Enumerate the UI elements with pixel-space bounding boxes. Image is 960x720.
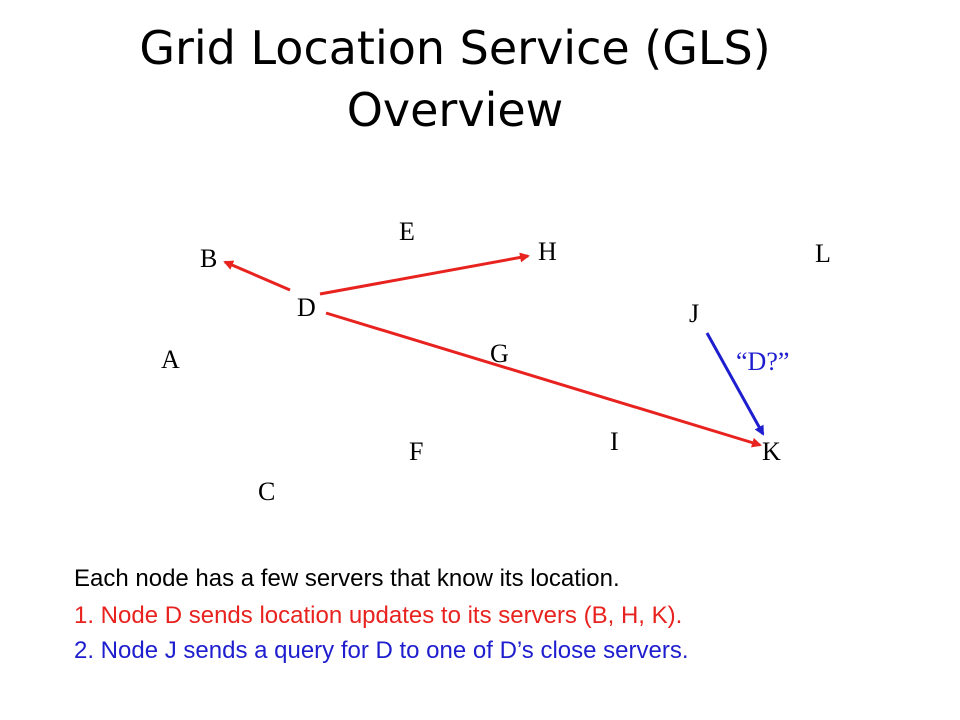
- node-k: K: [762, 437, 781, 466]
- query-label: “D?”: [736, 347, 789, 376]
- caption-intro: Each node has a few servers that know it…: [74, 565, 620, 592]
- slide-title-line-2: Overview: [346, 83, 564, 137]
- node-i: I: [610, 427, 619, 456]
- update-arrow-d-to-k: [325, 311, 762, 448]
- query-arrow-j-to-k: [705, 332, 765, 436]
- node-a: A: [161, 345, 180, 374]
- update-arrow-d-to-h: [319, 252, 530, 296]
- caption-step-2: 2. Node J sends a query for D to one of …: [74, 637, 689, 664]
- node-d: D: [297, 293, 316, 322]
- node-j: J: [689, 299, 699, 328]
- update-arrow-d-to-b: [223, 260, 291, 292]
- node-f: F: [409, 437, 423, 466]
- node-l: L: [815, 239, 831, 268]
- slide-title-line-1: Grid Location Service (GLS): [139, 21, 771, 75]
- node-e: E: [399, 217, 415, 246]
- node-g: G: [490, 339, 509, 368]
- node-h: H: [538, 237, 557, 266]
- node-b: B: [200, 244, 217, 273]
- node-c: C: [258, 477, 275, 506]
- caption-step-1: 1. Node D sends location updates to its …: [74, 602, 683, 629]
